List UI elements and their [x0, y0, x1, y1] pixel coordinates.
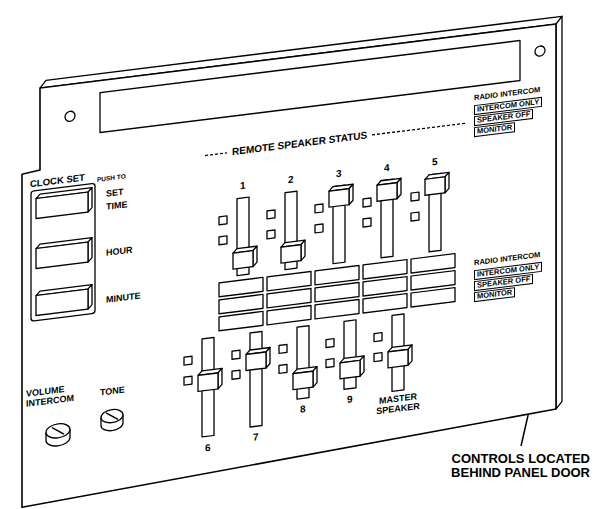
name-card-grid — [219, 254, 455, 331]
dash-line — [205, 153, 227, 156]
switch-number: 1 — [240, 180, 246, 192]
screw-hole — [65, 111, 75, 122]
slide-switch — [411, 172, 449, 254]
slide-switch — [326, 319, 364, 392]
slide-switch — [279, 325, 317, 402]
slide-switch — [315, 184, 353, 266]
panel-side-edge — [556, 16, 562, 409]
switch-number: 9 — [347, 393, 353, 405]
dash-line — [372, 123, 466, 135]
callout-text: CONTROLS LOCATED BEHIND PANEL DOOR — [440, 452, 590, 481]
button-frame — [31, 183, 95, 321]
screw-hole — [535, 45, 545, 56]
switch-number: 5 — [432, 156, 438, 168]
slide-switch — [374, 313, 412, 394]
switch-number: 3 — [336, 168, 342, 180]
slide-switch — [219, 196, 257, 278]
panel-outline — [22, 24, 556, 507]
slide-switch — [184, 336, 222, 439]
switch-number: 6 — [205, 442, 211, 454]
switch-number: 2 — [288, 174, 294, 186]
switch-number: 7 — [253, 431, 259, 443]
slide-switch — [363, 178, 401, 260]
push-button — [36, 285, 92, 316]
switch-number: 4 — [384, 162, 390, 174]
switch-number: 8 — [300, 403, 306, 415]
rotary-knob — [101, 408, 123, 432]
push-button — [36, 188, 92, 219]
display-window — [100, 41, 520, 133]
push-button — [36, 238, 92, 269]
rotary-knob — [46, 422, 70, 447]
slide-switch — [232, 331, 270, 430]
slide-switch — [267, 190, 305, 272]
